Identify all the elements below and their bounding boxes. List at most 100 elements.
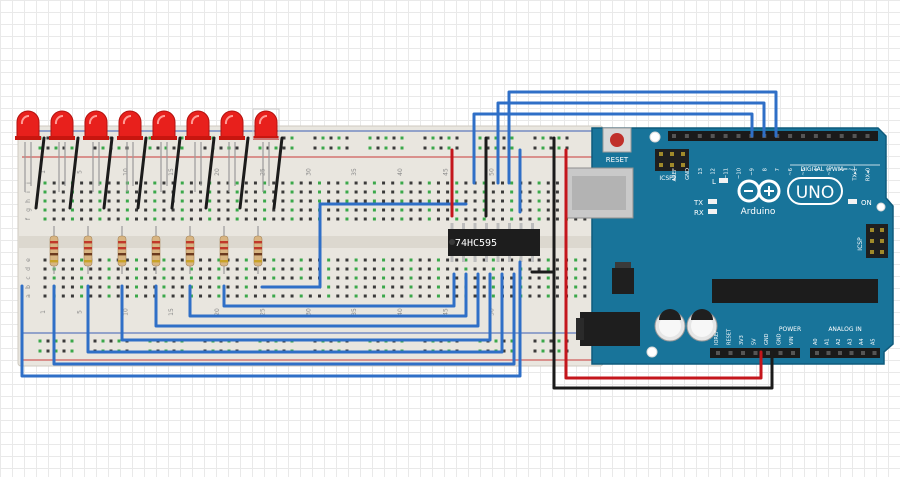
rail-hole — [101, 146, 105, 150]
breadboard-hole — [153, 199, 157, 203]
column-number-bottom: 50 — [488, 308, 495, 316]
breadboard-hole — [382, 217, 386, 221]
mounting-hole — [649, 131, 661, 143]
rail-hole — [321, 136, 325, 140]
breadboard-hole — [336, 190, 340, 194]
breadboard-hole — [61, 276, 65, 280]
led-ground-wire — [204, 136, 216, 210]
ic-pin — [531, 255, 534, 262]
ic-output-wire — [52, 272, 516, 366]
breadboard-hole — [473, 267, 477, 271]
rail-hole — [400, 146, 404, 150]
breadboard-hole — [528, 267, 532, 271]
breadboard-hole — [263, 217, 267, 221]
resistor-band — [50, 247, 58, 250]
breadboard-hole — [135, 267, 138, 271]
digital-header — [668, 131, 878, 141]
rail-hole — [439, 136, 443, 140]
breadboard-hole — [473, 294, 477, 298]
resistor-band — [50, 253, 58, 256]
header-pin — [791, 351, 795, 355]
breadboard-hole — [345, 276, 349, 280]
breadboard-hole — [482, 190, 486, 194]
breadboard-hole — [354, 267, 358, 271]
breadboard-hole — [116, 190, 120, 194]
rail-hole — [46, 146, 50, 150]
rail-hole — [502, 146, 506, 150]
led-body — [186, 110, 210, 138]
led — [219, 110, 245, 192]
led-body — [50, 110, 74, 138]
rail-hole — [533, 146, 537, 150]
breadboard-hole — [382, 208, 386, 212]
breadboard-hole — [308, 208, 312, 212]
breadboard-hole — [226, 276, 230, 280]
breadboard-hole — [436, 190, 440, 194]
arduino-logo-icon — [737, 179, 781, 203]
breadboard-hole — [125, 208, 129, 212]
header-pin — [736, 134, 741, 138]
ic-output-wires — [52, 272, 516, 366]
breadboard-hole — [107, 217, 111, 221]
led-highlight — [54, 114, 64, 125]
rail-hole — [313, 136, 317, 140]
breadboard-hole — [400, 285, 404, 289]
breadboard-hole — [199, 208, 203, 212]
breadboard-hole — [244, 217, 248, 221]
breadboard-hole — [546, 190, 550, 194]
resistor — [185, 226, 195, 274]
breadboard-hole — [226, 217, 230, 221]
header-pin — [849, 351, 854, 355]
breadboard-hole — [464, 190, 468, 194]
rail-hole — [549, 339, 553, 343]
breadboard-hole — [80, 285, 84, 289]
breadboard-hole — [70, 199, 74, 203]
breadboard-hole — [52, 276, 56, 280]
breadboard-hole — [510, 199, 514, 203]
breadboard-hole — [217, 181, 221, 185]
breadboard-hole — [290, 217, 294, 221]
breadboard-hole — [372, 294, 376, 298]
rail-hole — [235, 146, 239, 150]
breadboard-hole — [98, 285, 102, 289]
header-pin — [852, 134, 857, 138]
header-pin — [728, 351, 733, 355]
breadboard-hole — [116, 276, 120, 280]
breadboard-hole — [153, 208, 157, 212]
breadboard-hole — [400, 276, 404, 280]
breadboard-hole — [363, 267, 367, 271]
header-pin — [826, 134, 831, 138]
header-pin — [838, 351, 842, 355]
rail-hole — [478, 146, 482, 150]
ic-pin — [450, 255, 454, 262]
header-pin — [801, 134, 805, 138]
breadboard-hole — [43, 285, 47, 289]
rail-hole — [172, 146, 176, 150]
breadboard-hole — [427, 258, 431, 262]
rail-hole — [541, 349, 545, 353]
wire-5v — [564, 148, 763, 380]
capacitor — [686, 309, 718, 342]
breadboard-hole — [427, 208, 431, 212]
breadboard-hole — [491, 190, 495, 194]
led-rim — [253, 136, 279, 140]
breadboard-hole — [537, 208, 541, 212]
breadboard-hole — [446, 258, 450, 262]
breadboard-hole — [501, 267, 504, 271]
breadboard-hole — [89, 285, 93, 289]
breadboard-hole — [510, 294, 514, 298]
breadboard-hole — [318, 294, 321, 298]
rail-hole — [345, 136, 349, 140]
breadboard-hole — [189, 267, 193, 271]
breadboard-hole — [400, 294, 404, 298]
breadboard-hole — [436, 217, 440, 221]
resistor-band — [186, 260, 194, 263]
power-pin-label: 3V3 — [739, 335, 745, 345]
breadboard-hole — [510, 181, 514, 185]
breadboard-hole — [80, 190, 84, 194]
breadboard-hole — [372, 181, 376, 185]
led-body — [254, 110, 278, 138]
rail-hole — [164, 146, 168, 150]
breadboard-hole — [199, 276, 203, 280]
breadboard-hole — [427, 190, 431, 194]
